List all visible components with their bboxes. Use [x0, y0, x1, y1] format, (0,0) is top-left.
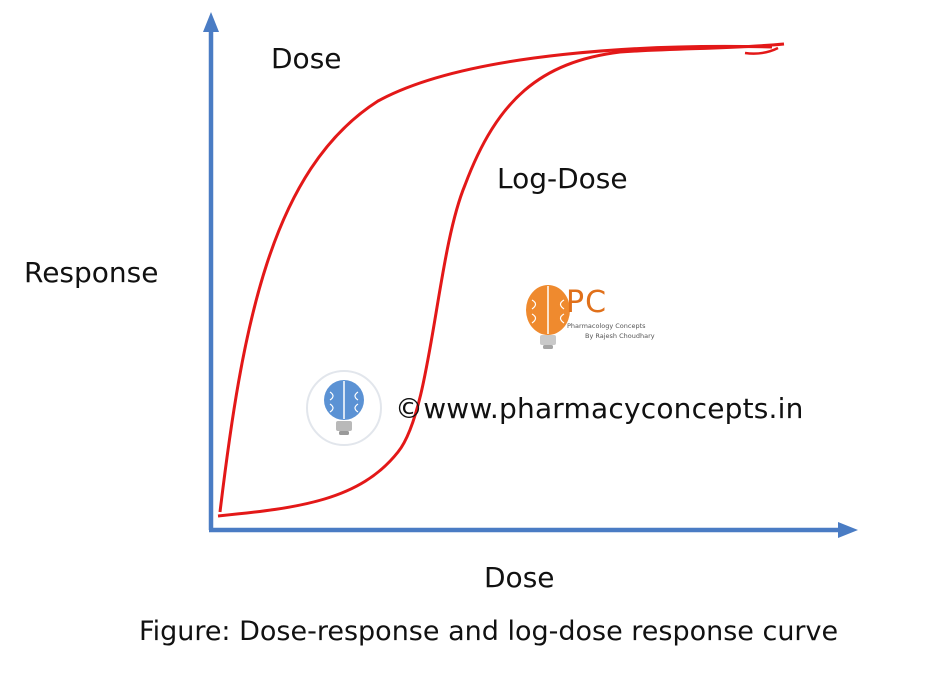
pc-logo-mark: PC [566, 285, 608, 320]
log-dose-curve [217, 42, 785, 518]
curve-end-flourish [744, 46, 779, 55]
figure-caption: Figure: Dose-response and log-dose respo… [139, 616, 839, 647]
pc-logo-byline: By Rajesh Choudhary [585, 332, 655, 340]
x-axis-label: Dose [484, 561, 555, 594]
pc-logo-brain-icon [526, 285, 570, 349]
x-axis-arrow-icon [838, 522, 858, 538]
pc-logo-subtitle: Pharmacology Concepts [567, 322, 646, 330]
log-dose-curve-label: Log-Dose [497, 162, 628, 195]
y-axis-label: Response [24, 256, 159, 289]
y-axis [203, 12, 219, 530]
dose-curve [218, 44, 773, 513]
watermark-text: ©www.pharmacyconcepts.in [395, 392, 804, 425]
y-axis-arrow-icon [203, 12, 219, 32]
x-axis [209, 522, 858, 538]
dose-curve-label: Dose [271, 42, 342, 75]
watermark-brain-icon [306, 370, 382, 446]
